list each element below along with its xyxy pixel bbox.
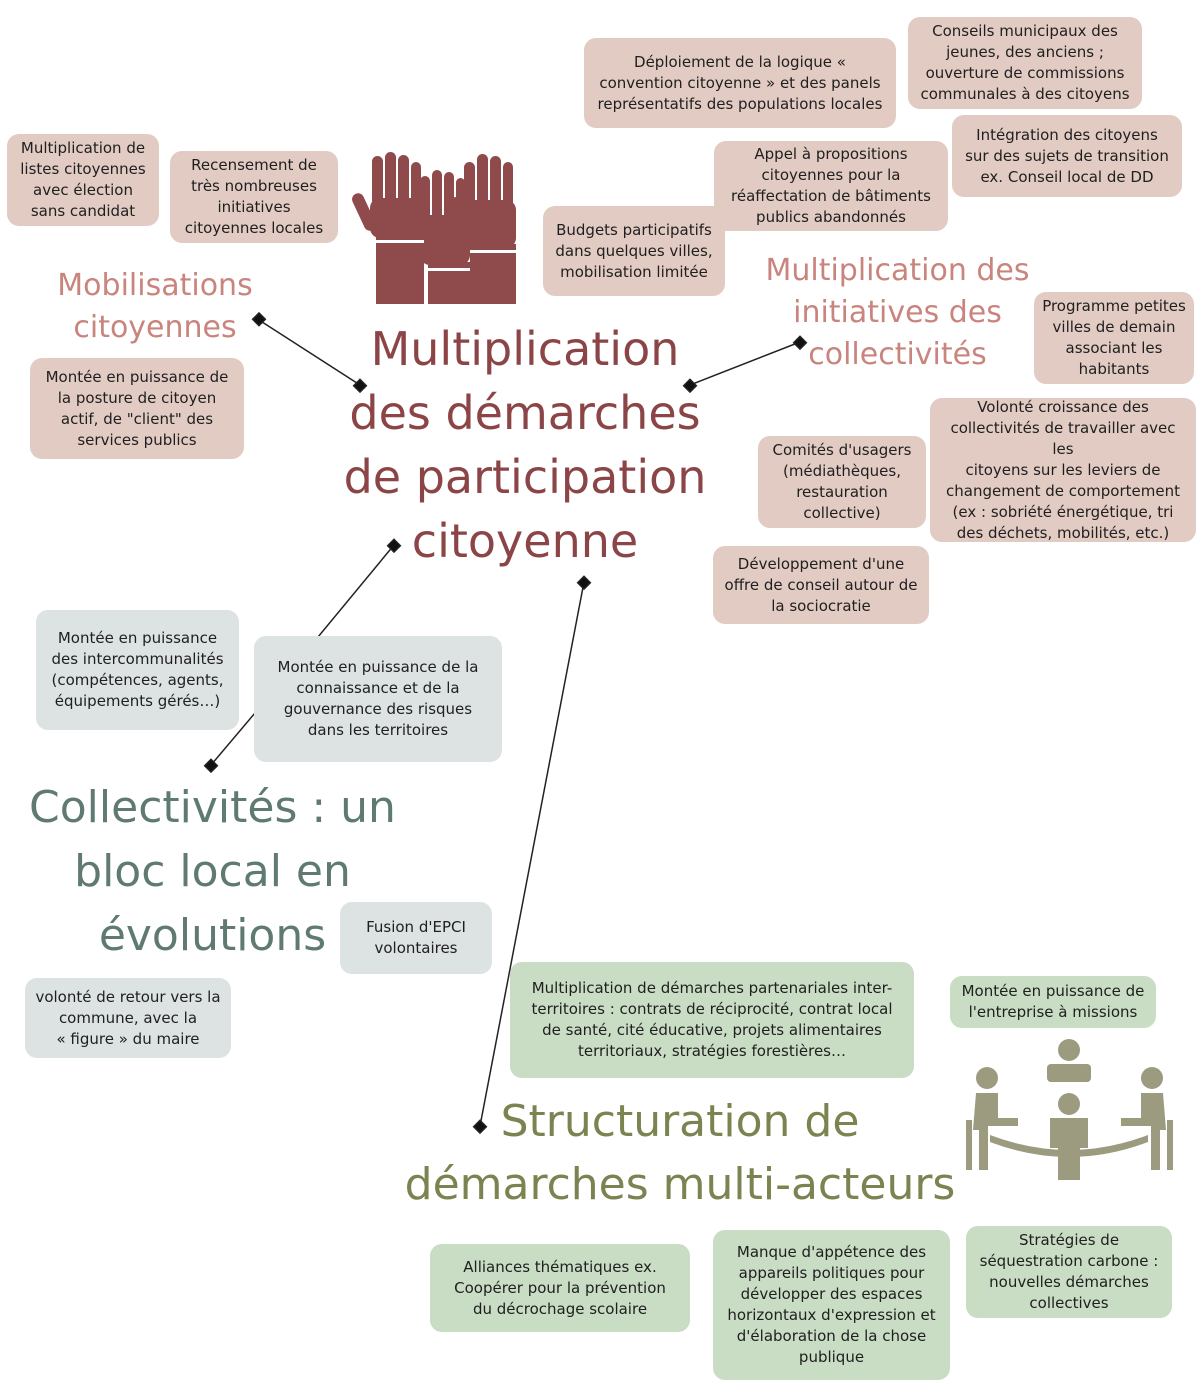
box-entreprise-missions: Montée en puissance de l'entreprise à mi… — [950, 976, 1156, 1028]
box-listes-citoyennes: Multiplication de listes citoyennes avec… — [7, 134, 159, 226]
box-recensement-initiatives: Recensement de très nombreuses initiativ… — [170, 151, 338, 243]
box-integration-citoyens: Intégration des citoyens sur des sujets … — [952, 115, 1182, 197]
box-retour-commune: volonté de retour vers la commune, avec … — [25, 978, 231, 1058]
box-petites-villes: Programme petites villes de demain assoc… — [1034, 292, 1194, 384]
box-alliances-thematiques: Alliances thématiques ex. Coopérer pour … — [430, 1244, 690, 1332]
box-sociocratie: Développement d'une offre de conseil aut… — [713, 546, 929, 624]
box-gouvernance-risques: Montée en puissance de la connaissance e… — [254, 636, 502, 762]
box-budgets-participatifs: Budgets participatifs dans quelques vill… — [543, 206, 725, 296]
central-title: Multiplication des démarches de particip… — [343, 322, 707, 568]
box-posture-citoyen: Montée en puissance de la posture de cit… — [30, 358, 244, 459]
box-comites-usagers: Comités d'usagers (médiathèques, restaur… — [758, 436, 926, 528]
box-fusion-epci: Fusion d'EPCI volontaires — [340, 902, 492, 974]
heading-structuration-multi-acteurs: Structuration de démarches multi-acteurs — [404, 1096, 956, 1210]
box-intercommunalites: Montée en puissance des intercommunalité… — [36, 610, 239, 730]
box-sequestration-carbone: Stratégies de séquestration carbone : no… — [966, 1226, 1172, 1318]
box-manque-appetence: Manque d'appétence des appareils politiq… — [713, 1230, 950, 1380]
heading-mobilisations-citoyennes: Mobilisations citoyennes — [57, 268, 253, 345]
box-convention-citoyenne: Déploiement de la logique « convention c… — [584, 38, 896, 128]
box-demarches-partenariales: Multiplication de démarches partenariale… — [510, 962, 914, 1078]
heading-initiatives-collectivites: Multiplication des initiatives des colle… — [765, 253, 1030, 372]
box-volonte-collectivites: Volonté croissance des collectivités de … — [930, 398, 1196, 542]
heading-collectivites-bloc-local: Collectivités : un bloc local en évoluti… — [29, 782, 396, 961]
box-appel-propositions: Appel à propositions citoyennes pour la … — [714, 141, 948, 231]
box-conseils-municipaux: Conseils municipaux des jeunes, des anci… — [908, 17, 1142, 109]
